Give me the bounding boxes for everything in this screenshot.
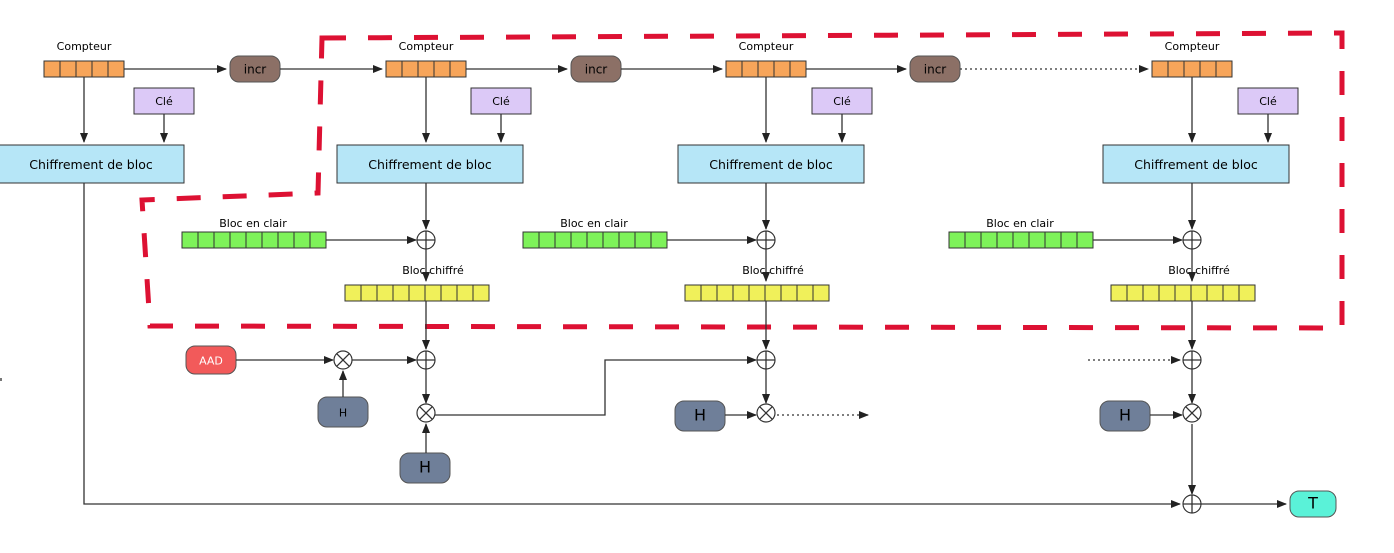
ciphertext-label: Bloc chiffré [1168, 264, 1230, 277]
h-pill-label: H [419, 458, 431, 477]
key-label: Clé [155, 95, 173, 108]
encrypted-counter0-to-final-xor-arrow [83, 183, 1181, 508]
h-pill-label: H [1119, 406, 1131, 425]
dashed-border [139, 30, 1345, 331]
h-pill [674, 400, 726, 432]
ciphertext-block [344, 284, 490, 302]
block-cipher-box [1102, 144, 1290, 184]
block-cipher-box [0, 144, 185, 184]
counter-label: Compteur [1165, 40, 1220, 53]
h-pill-label: H [339, 407, 347, 420]
plaintext-block [522, 231, 668, 249]
key-box [133, 87, 195, 115]
block-cipher-label: Chiffrement de bloc [368, 157, 492, 172]
ciphertext-label: Bloc chiffré [402, 264, 464, 277]
chain-to-next-xor-arrow [435, 356, 757, 416]
counter-register [725, 60, 807, 78]
ciphertext-block [684, 284, 830, 302]
counter-register [385, 60, 467, 78]
counter-label: Compteur [399, 40, 454, 53]
tag-pill-label: T [1307, 494, 1318, 513]
h-pill-label: H [694, 406, 706, 425]
counter-label: Compteur [739, 40, 794, 53]
block-cipher-label: Chiffrement de bloc [29, 157, 153, 172]
multiply-icon-stroke [759, 406, 773, 420]
incr-button-label: incr [244, 63, 267, 77]
multiply-icon-stroke [1185, 406, 1199, 420]
edge-tick [0, 378, 2, 381]
block-cipher-box [677, 144, 865, 184]
counter-label: Compteur [57, 40, 112, 53]
key-label: Clé [833, 95, 851, 108]
plaintext-label: Bloc en clair [986, 217, 1054, 230]
plaintext-label: Bloc en clair [560, 217, 628, 230]
incr-button-label: incr [924, 63, 947, 77]
multiply-icon-stroke [419, 406, 433, 420]
h-pill [399, 452, 451, 484]
incr-button-label: incr [585, 63, 608, 77]
aad-pill-label: AAD [199, 355, 223, 368]
key-box [1237, 87, 1299, 115]
block-cipher-label: Chiffrement de bloc [1134, 157, 1258, 172]
plaintext-label: Bloc en clair [219, 217, 287, 230]
counter-register [43, 60, 125, 78]
key-label: Clé [1259, 95, 1277, 108]
multiply-icon-stroke [336, 353, 350, 367]
h-pill [1099, 400, 1151, 432]
plaintext-block [948, 231, 1094, 249]
block-cipher-box [336, 144, 524, 184]
ciphertext-block [1110, 284, 1256, 302]
counter-register [1151, 60, 1233, 78]
block-cipher-label: Chiffrement de bloc [709, 157, 833, 172]
key-label: Clé [492, 95, 510, 108]
plaintext-block [181, 231, 327, 249]
tag-pill [1289, 490, 1337, 518]
ciphertext-label: Bloc chiffré [742, 264, 804, 277]
